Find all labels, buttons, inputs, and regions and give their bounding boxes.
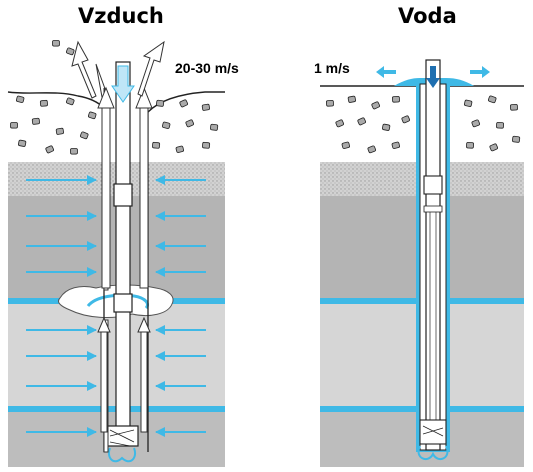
- pebble-icon: [341, 141, 350, 149]
- pebble-icon: [55, 127, 64, 135]
- pebble-icon: [210, 123, 219, 131]
- air-outlet-arrows: [71, 40, 165, 99]
- pebble-icon: [162, 121, 171, 129]
- pebble-icon: [382, 123, 391, 131]
- water-outlet-left: [376, 66, 396, 78]
- pebble-icon: [152, 141, 161, 149]
- pebble-icon: [201, 103, 210, 111]
- pebble-icon: [52, 40, 60, 47]
- panel-air: [7, 40, 225, 467]
- pebble-icon: [202, 141, 211, 149]
- pebble-icon: [10, 122, 18, 129]
- pebbles-left: [10, 40, 219, 155]
- pebble-icon: [88, 111, 97, 120]
- pebble-icon: [357, 117, 366, 126]
- pebble-icon: [175, 145, 184, 153]
- pebble-icon: [80, 131, 89, 140]
- pebble-icon: [347, 95, 356, 103]
- pebble-icon: [45, 145, 54, 154]
- pebble-icon: [488, 95, 497, 104]
- pebble-icon: [156, 99, 165, 107]
- rod-coupling-upper: [113, 183, 133, 207]
- pebble-icon: [18, 139, 27, 147]
- rod-coupling-lower: [113, 293, 133, 313]
- air-inlet-arrow: [111, 65, 135, 103]
- pebble-icon: [489, 143, 498, 152]
- pebble-icon: [66, 97, 75, 106]
- pebble-icon: [70, 148, 78, 155]
- pebble-icon: [179, 99, 188, 108]
- pebble-icon: [464, 99, 473, 107]
- drill-bit-icon: [105, 425, 139, 463]
- water-outlet-right: [470, 66, 490, 78]
- pebbles-right: [325, 95, 521, 154]
- pebble-icon: [66, 47, 75, 56]
- pebble-icon: [466, 141, 475, 149]
- pebble-icon: [391, 141, 400, 149]
- speed-water: 1 m/s: [314, 60, 350, 76]
- pebble-icon: [39, 99, 48, 107]
- pebble-icon: [496, 121, 505, 129]
- pebble-icon: [367, 145, 376, 154]
- drill-bit-icon: [417, 419, 449, 461]
- pebble-icon: [185, 119, 194, 128]
- pebble-icon: [371, 101, 380, 110]
- pebble-icon: [31, 117, 40, 125]
- pebble-icon: [325, 99, 334, 107]
- pebble-icon: [16, 95, 25, 103]
- panel-water: [320, 59, 524, 467]
- pebble-icon: [512, 135, 521, 143]
- speed-air: 20-30 m/s: [175, 60, 239, 76]
- pebble-icon: [335, 119, 344, 128]
- title-air: Vzduch: [78, 4, 164, 28]
- drill-rod-air: [115, 61, 131, 435]
- pebble-icon: [509, 103, 518, 111]
- pebble-icon: [401, 115, 410, 124]
- air-up-arrows: [95, 63, 153, 453]
- flow-arrows-left: [26, 175, 206, 437]
- title-water: Voda: [398, 4, 457, 28]
- pebble-icon: [391, 95, 400, 103]
- pebble-icon: [471, 119, 480, 128]
- water-inlet-arrow: [426, 66, 440, 88]
